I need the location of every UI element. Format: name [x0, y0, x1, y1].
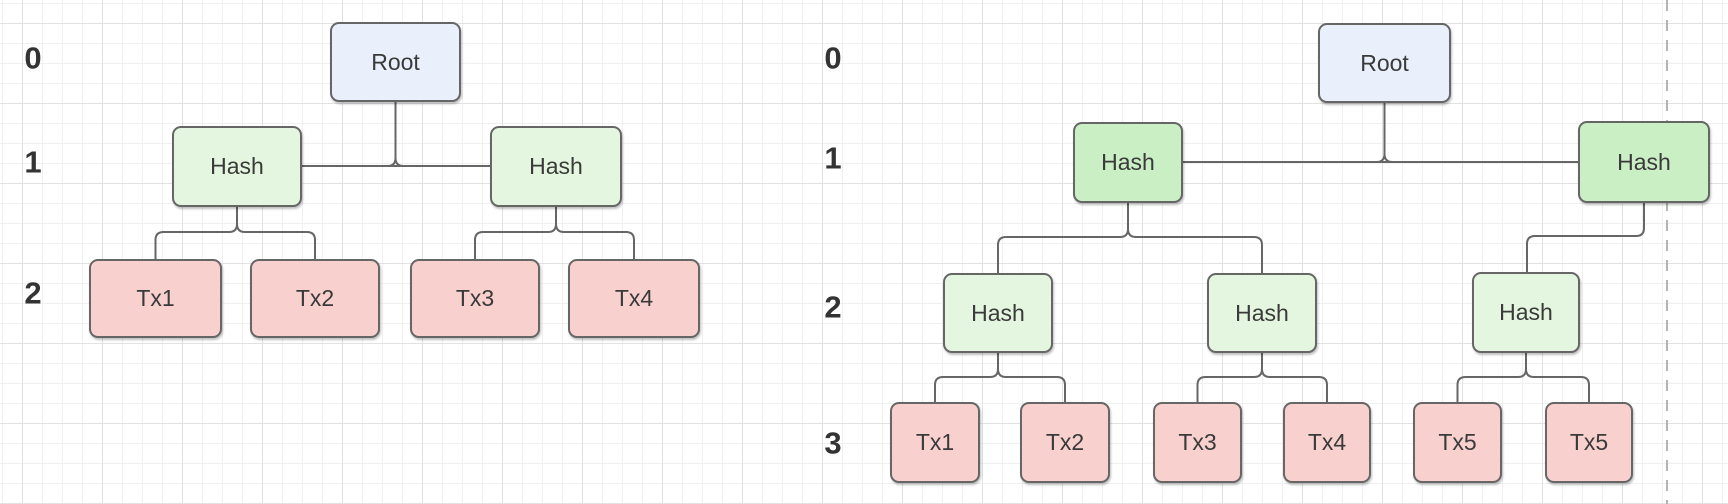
right-row-label-3[interactable]: 3 [824, 425, 842, 461]
right-row-label-2[interactable]: 2 [824, 289, 842, 325]
right-node-tx5a[interactable]: Tx5 [1413, 402, 1502, 483]
left-row-label-1[interactable]: 1 [24, 144, 42, 180]
left-node-tx2[interactable]: Tx2 [250, 259, 380, 338]
right-node-tx2[interactable]: Tx2 [1020, 402, 1110, 483]
edge-left-root-hash-l[interactable] [302, 102, 490, 167]
edge-right-hash2b-tx3[interactable] [1196, 353, 1263, 402]
edge-right-hash1a-hash2a[interactable] [997, 203, 1129, 273]
right-node-tx3[interactable]: Tx3 [1153, 402, 1242, 483]
edge-left-hash-r-tx4[interactable] [555, 223, 635, 259]
left-node-tx1[interactable]: Tx1 [89, 259, 222, 338]
right-node-hash-2b[interactable]: Hash [1207, 273, 1317, 353]
left-node-hash-l[interactable]: Hash [172, 126, 302, 207]
edge-right-hash2b-tx4[interactable] [1261, 368, 1328, 402]
left-node-tx4[interactable]: Tx4 [568, 259, 700, 338]
edge-left-root-hash-r[interactable] [394, 157, 404, 167]
right-row-label-0[interactable]: 0 [824, 40, 842, 76]
edge-right-hash1b-hash2c[interactable] [1526, 203, 1645, 272]
right-node-hash-2a[interactable]: Hash [943, 273, 1053, 353]
right-node-tx1[interactable]: Tx1 [890, 402, 980, 483]
edge-right-hash1a-hash2b[interactable] [1127, 228, 1263, 273]
edge-left-hash-l-tx1[interactable] [154, 207, 238, 259]
left-row-label-0[interactable]: 0 [24, 40, 42, 76]
edge-right-hash2c-tx5b[interactable] [1525, 368, 1590, 402]
right-node-root[interactable]: Root [1318, 23, 1451, 103]
edge-left-hash-l-tx2[interactable] [236, 223, 316, 259]
right-node-tx4[interactable]: Tx4 [1283, 402, 1371, 483]
edge-left-hash-r-tx3[interactable] [474, 207, 557, 259]
right-node-hash-2c[interactable]: Hash [1472, 272, 1580, 353]
right-node-tx5b[interactable]: Tx5 [1545, 402, 1633, 483]
left-node-tx3[interactable]: Tx3 [410, 259, 540, 338]
edge-right-root-hash-1a[interactable] [1183, 103, 1578, 163]
right-node-hash-1a[interactable]: Hash [1073, 122, 1183, 203]
left-node-hash-r[interactable]: Hash [490, 126, 622, 207]
left-row-label-2[interactable]: 2 [24, 275, 42, 311]
edge-right-hash2a-tx1[interactable] [934, 353, 999, 402]
right-row-label-1[interactable]: 1 [824, 140, 842, 176]
edge-right-hash2c-tx5a[interactable] [1456, 353, 1527, 402]
left-node-root[interactable]: Root [330, 22, 461, 102]
edge-right-hash2a-tx2[interactable] [997, 368, 1066, 402]
right-node-hash-1b[interactable]: Hash [1578, 121, 1710, 203]
edge-right-root-hash-1b[interactable] [1383, 153, 1393, 163]
